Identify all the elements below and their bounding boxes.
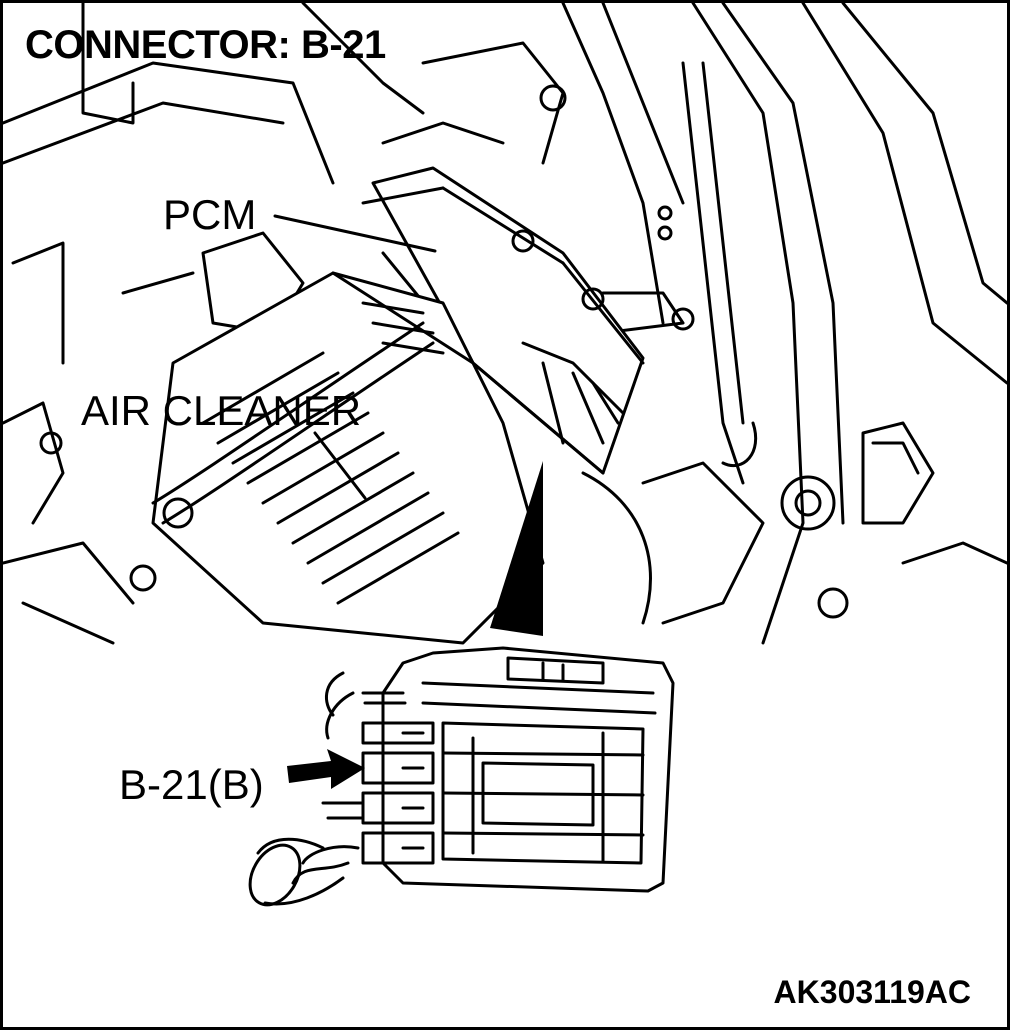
pcm-connector-detail	[248, 646, 675, 907]
pcm-leader-line	[273, 214, 437, 253]
engine-bay-top	[3, 3, 567, 645]
connector-arrow	[287, 749, 365, 789]
engine-bay-background	[561, 3, 1007, 645]
air-cleaner-label: AIR CLEANER	[81, 387, 362, 434]
air-cleaner	[151, 271, 545, 645]
connector-label: B-21(B)	[119, 761, 264, 808]
pcm-module	[361, 166, 645, 475]
detail-pointer-triangle	[490, 461, 543, 636]
figure-code: AK303119AC	[773, 974, 971, 1010]
diagram-title: CONNECTOR: B-21	[25, 23, 386, 67]
engine-bay-illustration	[3, 3, 1007, 1027]
air-cleaner-leader-line	[313, 431, 367, 500]
pcm-label: PCM	[163, 191, 257, 238]
